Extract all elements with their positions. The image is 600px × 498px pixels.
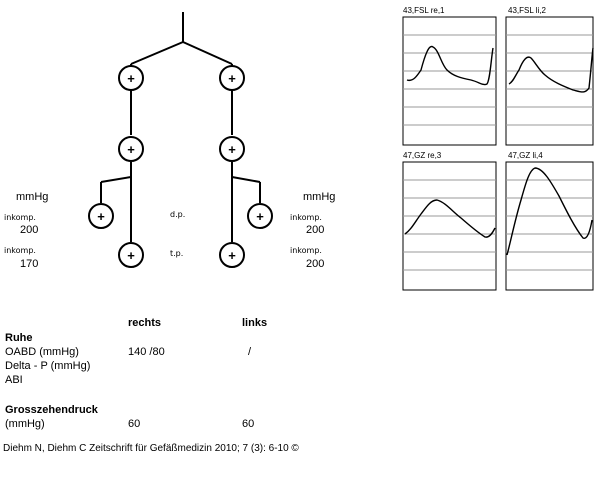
node-symbol: + [228,71,236,86]
node-symbol: + [127,248,135,263]
waveform-4 [506,167,593,256]
waveform-title: 47,GZ li,4 [508,151,543,160]
arterial-tree-diagram: + + + + + + + + [88,12,273,268]
col-links: links [242,317,268,329]
gz-links: 60 [242,418,255,430]
left-unit: mmHg [16,191,49,203]
waveform-1 [406,45,494,86]
node-right-dp [247,203,273,229]
node-symbol: + [256,209,264,224]
left-bottom-label: inkomp. [4,246,36,255]
waveform-panels: 43,FSL re,1 43,FSL li,2 47,GZ re,3 47,GZ… [402,6,594,291]
citation: Diehm N, Diehm C Zeitschrift für Gefäßme… [3,443,299,454]
right-top-value: 200 [306,224,325,236]
left-top-value: 200 [20,224,39,236]
waveform-3 [404,199,496,238]
right-top-label: inkomp. [290,213,322,222]
node-left-dp [88,203,114,229]
node-symbol: + [127,142,135,157]
right-bottom-value: 200 [306,258,325,270]
oabd-rechts: 140 /80 [128,346,165,358]
right-unit: mmHg [303,191,336,203]
node-left-tp [118,242,144,268]
node-symbol: + [127,71,135,86]
waveform-title: 43,FSL re,1 [403,6,445,15]
tp-label: t.p. [170,249,184,258]
col-rechts: rechts [128,317,162,329]
node-right-tp [219,242,245,268]
deltap-label: Delta - P (mmHg) [5,360,91,372]
oabd-label: OABD (mmHg) [5,346,79,358]
gz-heading: Grosszehendruck [5,404,98,416]
left-bottom-value: 170 [20,258,39,270]
gz-unit-label: (mmHg) [5,418,45,430]
waveform-title: 43,FSL li,2 [508,6,546,15]
node-symbol: + [228,248,236,263]
left-top-label: inkomp. [4,213,36,222]
waveform-2 [508,47,594,93]
right-bottom-label: inkomp. [290,246,322,255]
gz-rechts: 60 [128,418,141,430]
node-left-1 [118,65,144,91]
node-symbol: + [228,142,236,157]
node-right-1 [219,65,245,91]
node-left-2 [118,136,144,162]
abi-label: ABI [5,374,23,386]
node-right-2 [219,136,245,162]
ruhe-heading: Ruhe [5,332,33,344]
node-symbol: + [97,209,105,224]
oabd-links: / [248,346,252,358]
dp-label: d.p. [170,210,186,219]
waveform-title: 47,GZ re,3 [403,151,442,160]
